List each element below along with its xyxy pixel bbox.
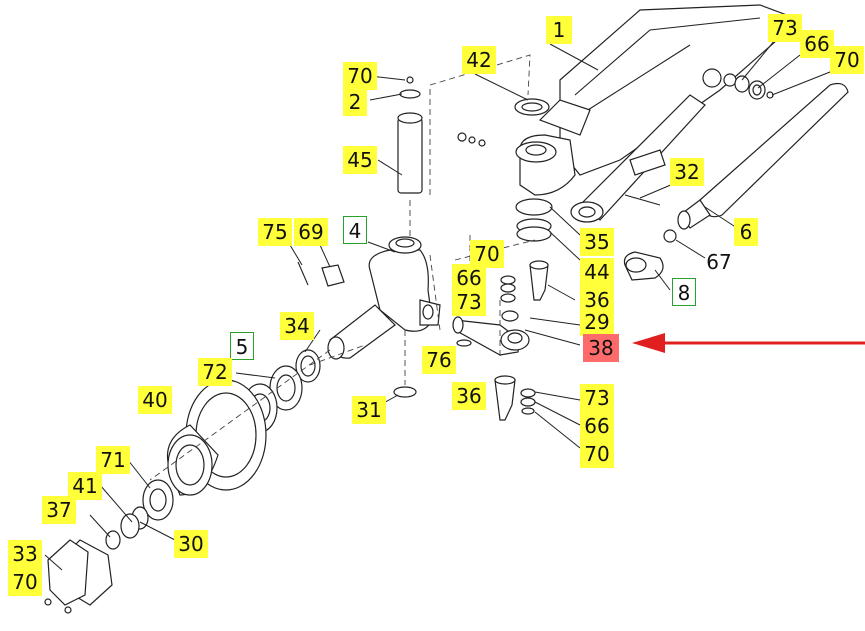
callout-4: 4: [343, 216, 367, 244]
callout-5: 5: [230, 332, 254, 360]
callout-2: 2: [343, 88, 367, 116]
callout-8: 8: [672, 278, 696, 306]
callout-70: 70: [580, 440, 614, 468]
callout-32: 32: [670, 158, 704, 186]
callout-67: 67: [706, 250, 732, 274]
highlight-arrow: [632, 333, 865, 353]
callout-66: 66: [800, 30, 834, 58]
steering-knuckle: [327, 236, 441, 360]
hub-cap: [44, 539, 113, 614]
callout-70: 70: [343, 62, 377, 90]
callout-69: 69: [294, 218, 328, 246]
drag-link: [570, 68, 737, 223]
callout-73: 73: [452, 288, 486, 316]
outer-bearing: [105, 479, 174, 550]
steering-arm: [452, 316, 530, 356]
king-pin: [397, 76, 423, 194]
bearing-set: [242, 349, 321, 433]
callout-66: 66: [580, 412, 614, 440]
callout-72: 72: [198, 358, 232, 386]
callout-34: 34: [280, 312, 314, 340]
callout-73: 73: [768, 14, 802, 42]
leader-lines: [44, 39, 836, 571]
callout-45: 45: [343, 146, 377, 174]
callout-75: 75: [258, 218, 292, 246]
callout-44: 44: [580, 258, 614, 286]
callout-6: 6: [734, 218, 758, 246]
ball-pin-upper: [529, 260, 549, 301]
castle-nut: [297, 261, 345, 287]
seal-stack: [514, 98, 553, 242]
ball-pin-lower: [494, 375, 516, 421]
shim-31: [393, 386, 417, 398]
callout-36: 36: [452, 382, 486, 410]
callout-38: 38: [583, 334, 619, 362]
callout-42: 42: [462, 46, 496, 74]
callout-76: 76: [422, 346, 456, 374]
callout-37: 37: [42, 496, 76, 524]
callout-70: 70: [8, 568, 42, 596]
right-washers: [734, 75, 774, 100]
callout-29: 29: [580, 308, 614, 336]
callout-35: 35: [580, 228, 614, 256]
callout-70: 70: [830, 46, 864, 74]
wheel-hub: [166, 379, 267, 496]
callout-73: 73: [580, 384, 614, 412]
callout-66: 66: [452, 264, 486, 292]
pin-76: [456, 339, 472, 347]
callout-40: 40: [138, 386, 172, 414]
callout-70: 70: [470, 240, 504, 268]
callout-1: 1: [546, 16, 572, 44]
tie-rod-end: [623, 229, 677, 281]
center-washers: [500, 275, 536, 415]
callout-31: 31: [352, 396, 386, 424]
callout-33: 33: [8, 540, 42, 568]
callout-30: 30: [174, 530, 208, 558]
callout-41: 41: [68, 472, 102, 500]
tie-rod: [677, 82, 849, 230]
small-nuts: [457, 132, 486, 147]
callout-71: 71: [96, 446, 130, 474]
axle-beam: [515, 4, 802, 196]
